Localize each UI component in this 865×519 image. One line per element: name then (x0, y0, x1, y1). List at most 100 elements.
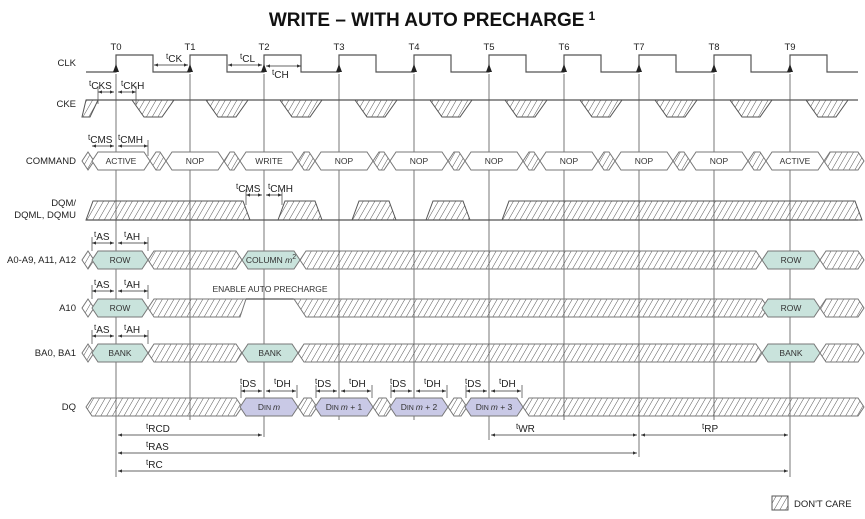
command-cell-5: NOP (464, 151, 524, 171)
clk-waveform (86, 54, 858, 73)
signal-label-dq: DQ (62, 402, 76, 413)
command-cell-0: ACTIVE (91, 151, 151, 171)
clk-edge-arrow-icon (261, 64, 267, 72)
cke-dont-care (205, 99, 249, 118)
tparam-tck: tCK (166, 52, 182, 65)
tparam-tds-3: tDS (465, 377, 481, 390)
tparam-tCKH: tCKH (121, 79, 144, 92)
ba-bank3-cell-label: BANK (779, 348, 802, 358)
a10-row2-cell: ROW (761, 298, 821, 318)
ba-bank-cell: BANK (91, 343, 149, 363)
dq-dont-care (85, 397, 243, 417)
ba-bank2-cell: BANK (241, 343, 299, 363)
tparam-tRAS: tRAS (146, 440, 169, 453)
tparam-tRCD: tRCD (146, 422, 170, 435)
command-cell-4: NOP (389, 151, 449, 171)
clock-tick-t4: T4 (408, 42, 419, 53)
addr-column-cell-label: COLUMN m2 (246, 254, 296, 265)
ba-dont-care (819, 343, 865, 363)
signal-label-a10: A10 (59, 303, 76, 314)
a10-row-cell: ROW (91, 298, 149, 318)
tparam-tcms-dqm: tCMS (236, 182, 261, 195)
ba-bank2-cell-label: BANK (258, 348, 281, 358)
command-dont-care (372, 151, 391, 171)
clock-tick-t7: T7 (633, 42, 644, 53)
ba-dont-care (147, 343, 243, 363)
command-dont-care (672, 151, 691, 171)
clock-tick-t8: T8 (708, 42, 719, 53)
clk-edge-arrow-icon (187, 64, 193, 72)
tparam-tds-0: tDS (240, 377, 256, 390)
cke-dont-care (504, 99, 548, 118)
signal-label-clk: CLK (58, 58, 77, 69)
tparam-tdh-1: tDH (349, 377, 366, 390)
tparam-tWR: tWR (516, 422, 535, 435)
dq-din-cell-2-label: DIN m + 2 (401, 402, 438, 412)
a10-row2-cell-label: ROW (781, 303, 802, 313)
dont-care-label: DON'T CARE (794, 499, 852, 510)
tparam-tah-addr: tAH (124, 230, 140, 243)
dq-din-cell-2: DIN m + 2 (389, 397, 449, 417)
addr-row-cell: ROW (91, 250, 149, 270)
command-cell-6: NOP (539, 151, 599, 171)
clk-edge-arrow-icon (561, 64, 567, 72)
command-cell-5-label: NOP (485, 156, 504, 166)
clock-tick-t9: T9 (784, 42, 795, 53)
addr-column-cell: COLUMN m2 (241, 250, 301, 270)
cke-dont-care (279, 99, 323, 118)
command-dont-care (522, 151, 541, 171)
a10-dont-care (147, 298, 247, 318)
command-cell-7-label: NOP (635, 156, 654, 166)
command-cell-2-label: WRITE (255, 156, 283, 166)
clk-edge-arrow-icon (336, 64, 342, 72)
tparam-tRC: tRC (146, 458, 163, 471)
dq-dont-care (447, 397, 468, 417)
command-dont-care (597, 151, 616, 171)
ba-bank3-cell: BANK (761, 343, 821, 363)
tparam-tcmh-dqm: tCMH (268, 182, 293, 195)
tparam-tCKS: tCKS (89, 79, 112, 92)
clock-tick-t6: T6 (558, 42, 569, 53)
dq-dont-care (297, 397, 318, 417)
tparam-tas-a10: tAS (94, 278, 110, 291)
tparam-tRP: tRP (702, 422, 718, 435)
tparam-tah-ba: tAH (124, 323, 140, 336)
dq-din-cell-1-label: DIN m + 1 (326, 402, 363, 412)
tparam-tch: tCH (272, 68, 289, 81)
clk-edge-arrow-icon (636, 64, 642, 72)
ba-dont-care (297, 343, 763, 363)
command-cell-7: NOP (614, 151, 674, 171)
dqm-dont-care (501, 200, 863, 221)
addr-row-cell-label: ROW (110, 255, 131, 265)
command-cell-3: NOP (314, 151, 374, 171)
command-cell-3-label: NOP (335, 156, 354, 166)
command-cell-8-label: NOP (710, 156, 729, 166)
clock-tick-t5: T5 (483, 42, 494, 53)
clk-edge-arrow-icon (711, 64, 717, 72)
command-cell-6-label: NOP (560, 156, 579, 166)
dq-din-cell-0-label: DIN m (258, 402, 280, 412)
cke-dont-care (579, 99, 623, 118)
clk-edge-arrow-icon (787, 64, 793, 72)
tparam-tas-addr: tAS (94, 230, 110, 243)
cke-dont-care (429, 99, 473, 118)
cke-dont-care (354, 99, 398, 118)
dqm-dont-care (85, 200, 251, 221)
command-cell-9: ACTIVE (765, 151, 825, 171)
command-dont-care (823, 151, 865, 171)
a10-dont-care (819, 298, 865, 318)
dq-din-cell-3: DIN m + 3 (464, 397, 524, 417)
tparam-tdh-0: tDH (274, 377, 291, 390)
clock-tick-t3: T3 (333, 42, 344, 53)
tparam-tas-ba: tAS (94, 323, 110, 336)
command-cell-9-label: ACTIVE (780, 156, 811, 166)
command-cell-2: WRITE (239, 151, 299, 171)
tparam-tdh-3: tDH (499, 377, 516, 390)
command-dont-care (447, 151, 466, 171)
tparam-tah-a10: tAH (124, 278, 140, 291)
cke-dont-care (729, 99, 773, 118)
signal-label-dqm: DQM/ (51, 198, 76, 209)
clk-edge-arrow-icon (113, 64, 119, 72)
command-dont-care (747, 151, 767, 171)
signal-label-cke: CKE (56, 99, 76, 110)
